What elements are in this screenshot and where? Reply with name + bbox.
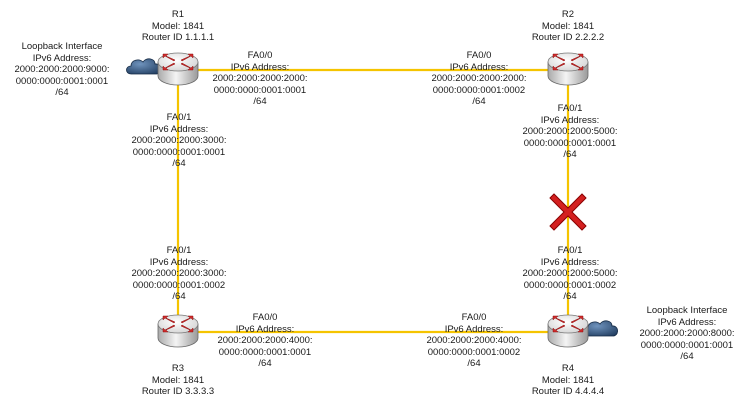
interface-r2-fa01-label: FA0/1 IPv6 Address: 2000:2000:2000:5000:… xyxy=(522,103,618,161)
cloud-icon xyxy=(126,58,162,75)
router-icon xyxy=(157,314,199,348)
router-icon xyxy=(547,52,589,86)
router-icon xyxy=(547,314,589,348)
router-r1-label: R1 Model: 1841 Router ID 1.1.1.1 xyxy=(141,9,215,44)
loopback-r1-label: Loopback Interface IPv6 Address: 2000:20… xyxy=(14,41,110,99)
interface-r4-fa00-label: FA0/0 IPv6 Address: 2000:2000:2000:4000:… xyxy=(426,312,522,370)
loopback-r4-label: Loopback Interface IPv6 Address: 2000:20… xyxy=(639,305,735,363)
links xyxy=(176,68,570,334)
interface-r1-fa00-label: FA0/0 IPv6 Address: 2000:2000:2000:2000:… xyxy=(212,50,308,108)
cloud-icon xyxy=(583,320,619,337)
interface-r1-fa01-label: FA0/1 IPv6 Address: 2000:2000:2000:3000:… xyxy=(131,112,227,170)
router-r3-label: R3 Model: 1841 Router ID 3.3.3.3 xyxy=(141,363,215,398)
x-mark-icon xyxy=(549,193,587,231)
router-icon xyxy=(157,52,199,86)
router-r2-label: R2 Model: 1841 Router ID 2.2.2.2 xyxy=(531,9,605,44)
router-r4-label: R4 Model: 1841 Router ID 4.4.4.4 xyxy=(531,363,605,398)
interface-r3-fa01-label: FA0/1 IPv6 Address: 2000:2000:2000:3000:… xyxy=(131,245,227,303)
interface-r4-fa01-label: FA0/1 IPv6 Address: 2000:2000:2000:5000:… xyxy=(522,245,618,303)
interface-r2-fa00-label: FA0/0 IPv6 Address: 2000:2000:2000:2000:… xyxy=(431,50,527,108)
interface-r3-fa00-label: FA0/0 IPv6 Address: 2000:2000:2000:4000:… xyxy=(217,312,313,370)
